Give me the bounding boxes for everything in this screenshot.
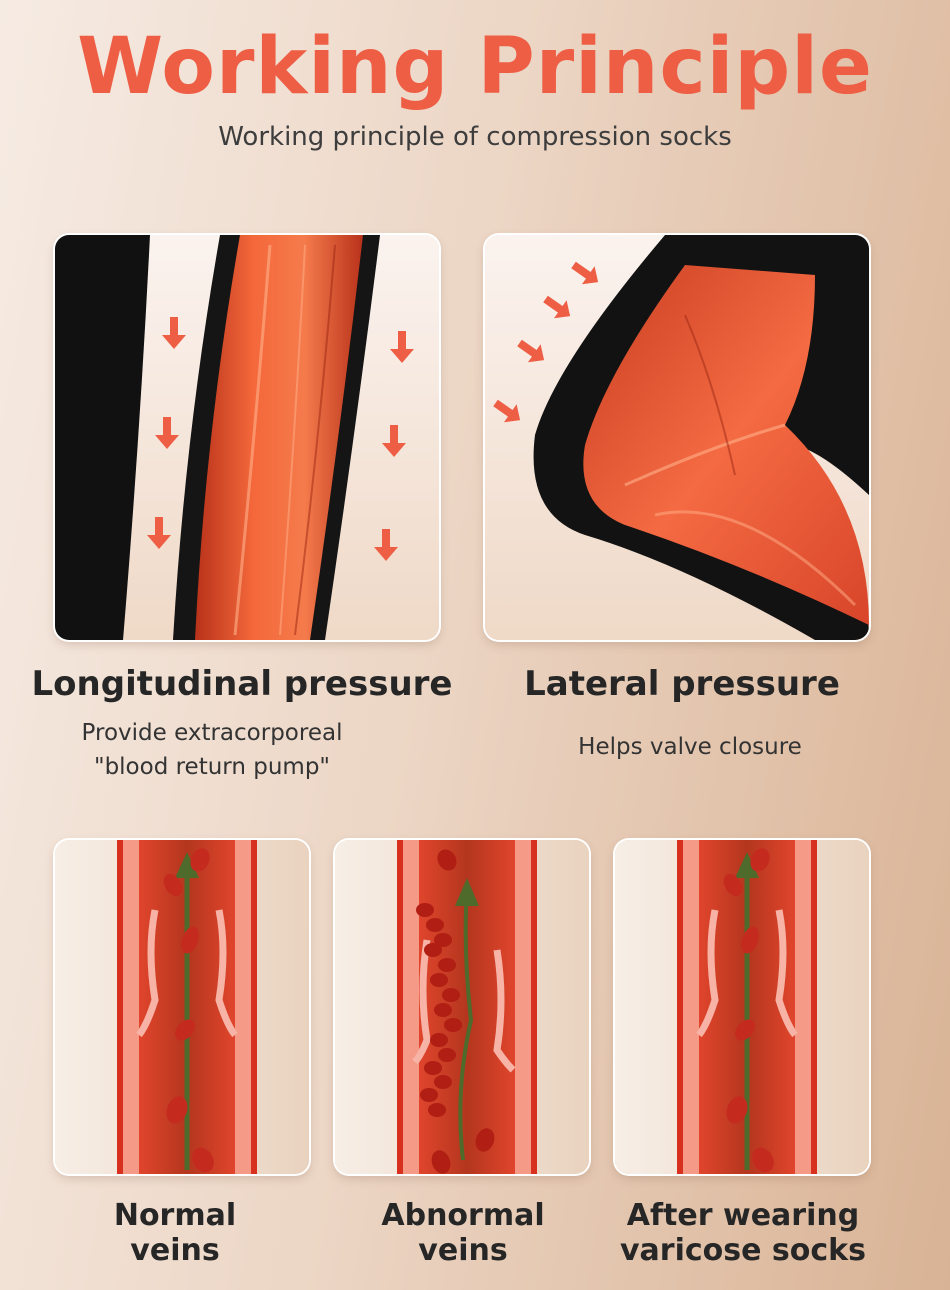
longitudinal-pressure-desc: Provide extracorporeal "blood return pum… bbox=[40, 716, 384, 784]
page-subtitle: Working principle of compression socks bbox=[218, 122, 732, 152]
longitudinal-pressure-image bbox=[55, 235, 439, 640]
after-wearing-label: After wearing varicose socks bbox=[605, 1198, 881, 1268]
arrow-diagonal-icon bbox=[493, 261, 599, 423]
arrow-down-icon bbox=[147, 317, 414, 561]
flow-arrow-icon bbox=[175, 852, 199, 878]
abnormal-veins-line1: Abnormal bbox=[381, 1198, 545, 1233]
normal-veins-label: Normal veins bbox=[55, 1198, 295, 1268]
abnormal-veins-image bbox=[335, 840, 589, 1174]
lateral-pressure-image bbox=[485, 235, 869, 640]
normal-veins-line2: veins bbox=[130, 1233, 220, 1268]
lateral-pressure-title: Lateral pressure bbox=[524, 664, 840, 704]
longitudinal-desc-line2: "blood return pump" bbox=[93, 754, 331, 780]
page-title: Working Principle bbox=[77, 22, 873, 112]
longitudinal-desc-line1: Provide extracorporeal bbox=[81, 720, 343, 746]
normal-veins-line1: Normal bbox=[113, 1198, 237, 1233]
abnormal-veins-line2: veins bbox=[418, 1233, 508, 1268]
longitudinal-pressure-title: Longitudinal pressure bbox=[31, 664, 453, 704]
flow-arrow-icon bbox=[735, 852, 759, 878]
after-wearing-line1: After wearing bbox=[626, 1198, 860, 1233]
abnormal-veins-label: Abnormal veins bbox=[335, 1198, 591, 1268]
after-wearing-line2: varicose socks bbox=[620, 1233, 866, 1268]
after-wearing-veins-image bbox=[615, 840, 869, 1174]
lateral-pressure-desc: Helps valve closure bbox=[578, 734, 802, 760]
normal-veins-image bbox=[55, 840, 309, 1174]
flow-arrow-icon bbox=[455, 878, 479, 906]
